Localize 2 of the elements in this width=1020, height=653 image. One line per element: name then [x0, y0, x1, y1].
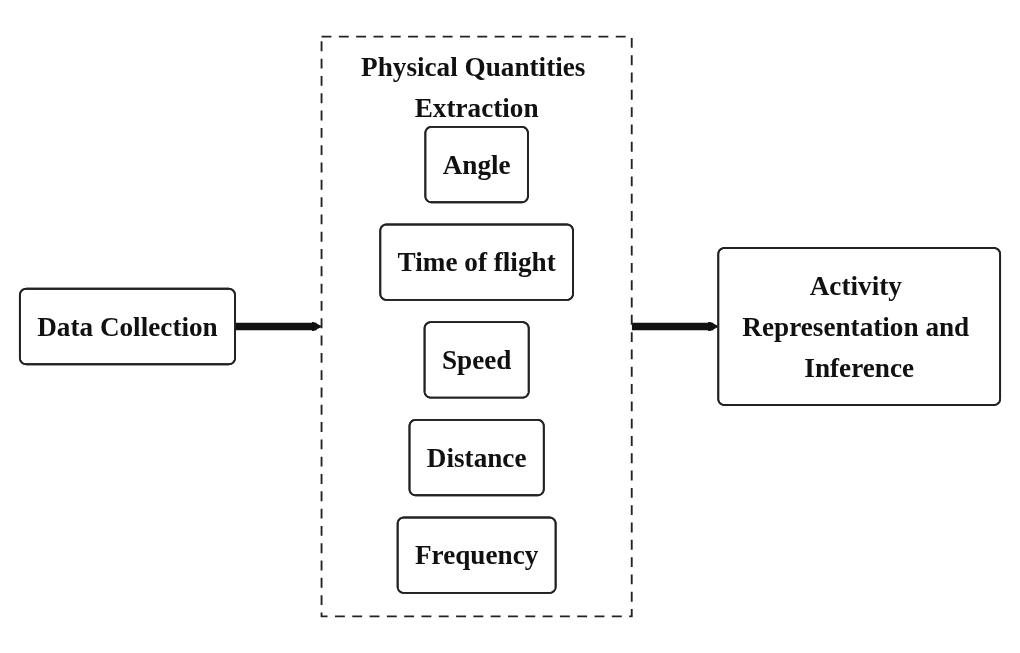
arrow	[631, 321, 719, 332]
arrow	[235, 321, 323, 332]
